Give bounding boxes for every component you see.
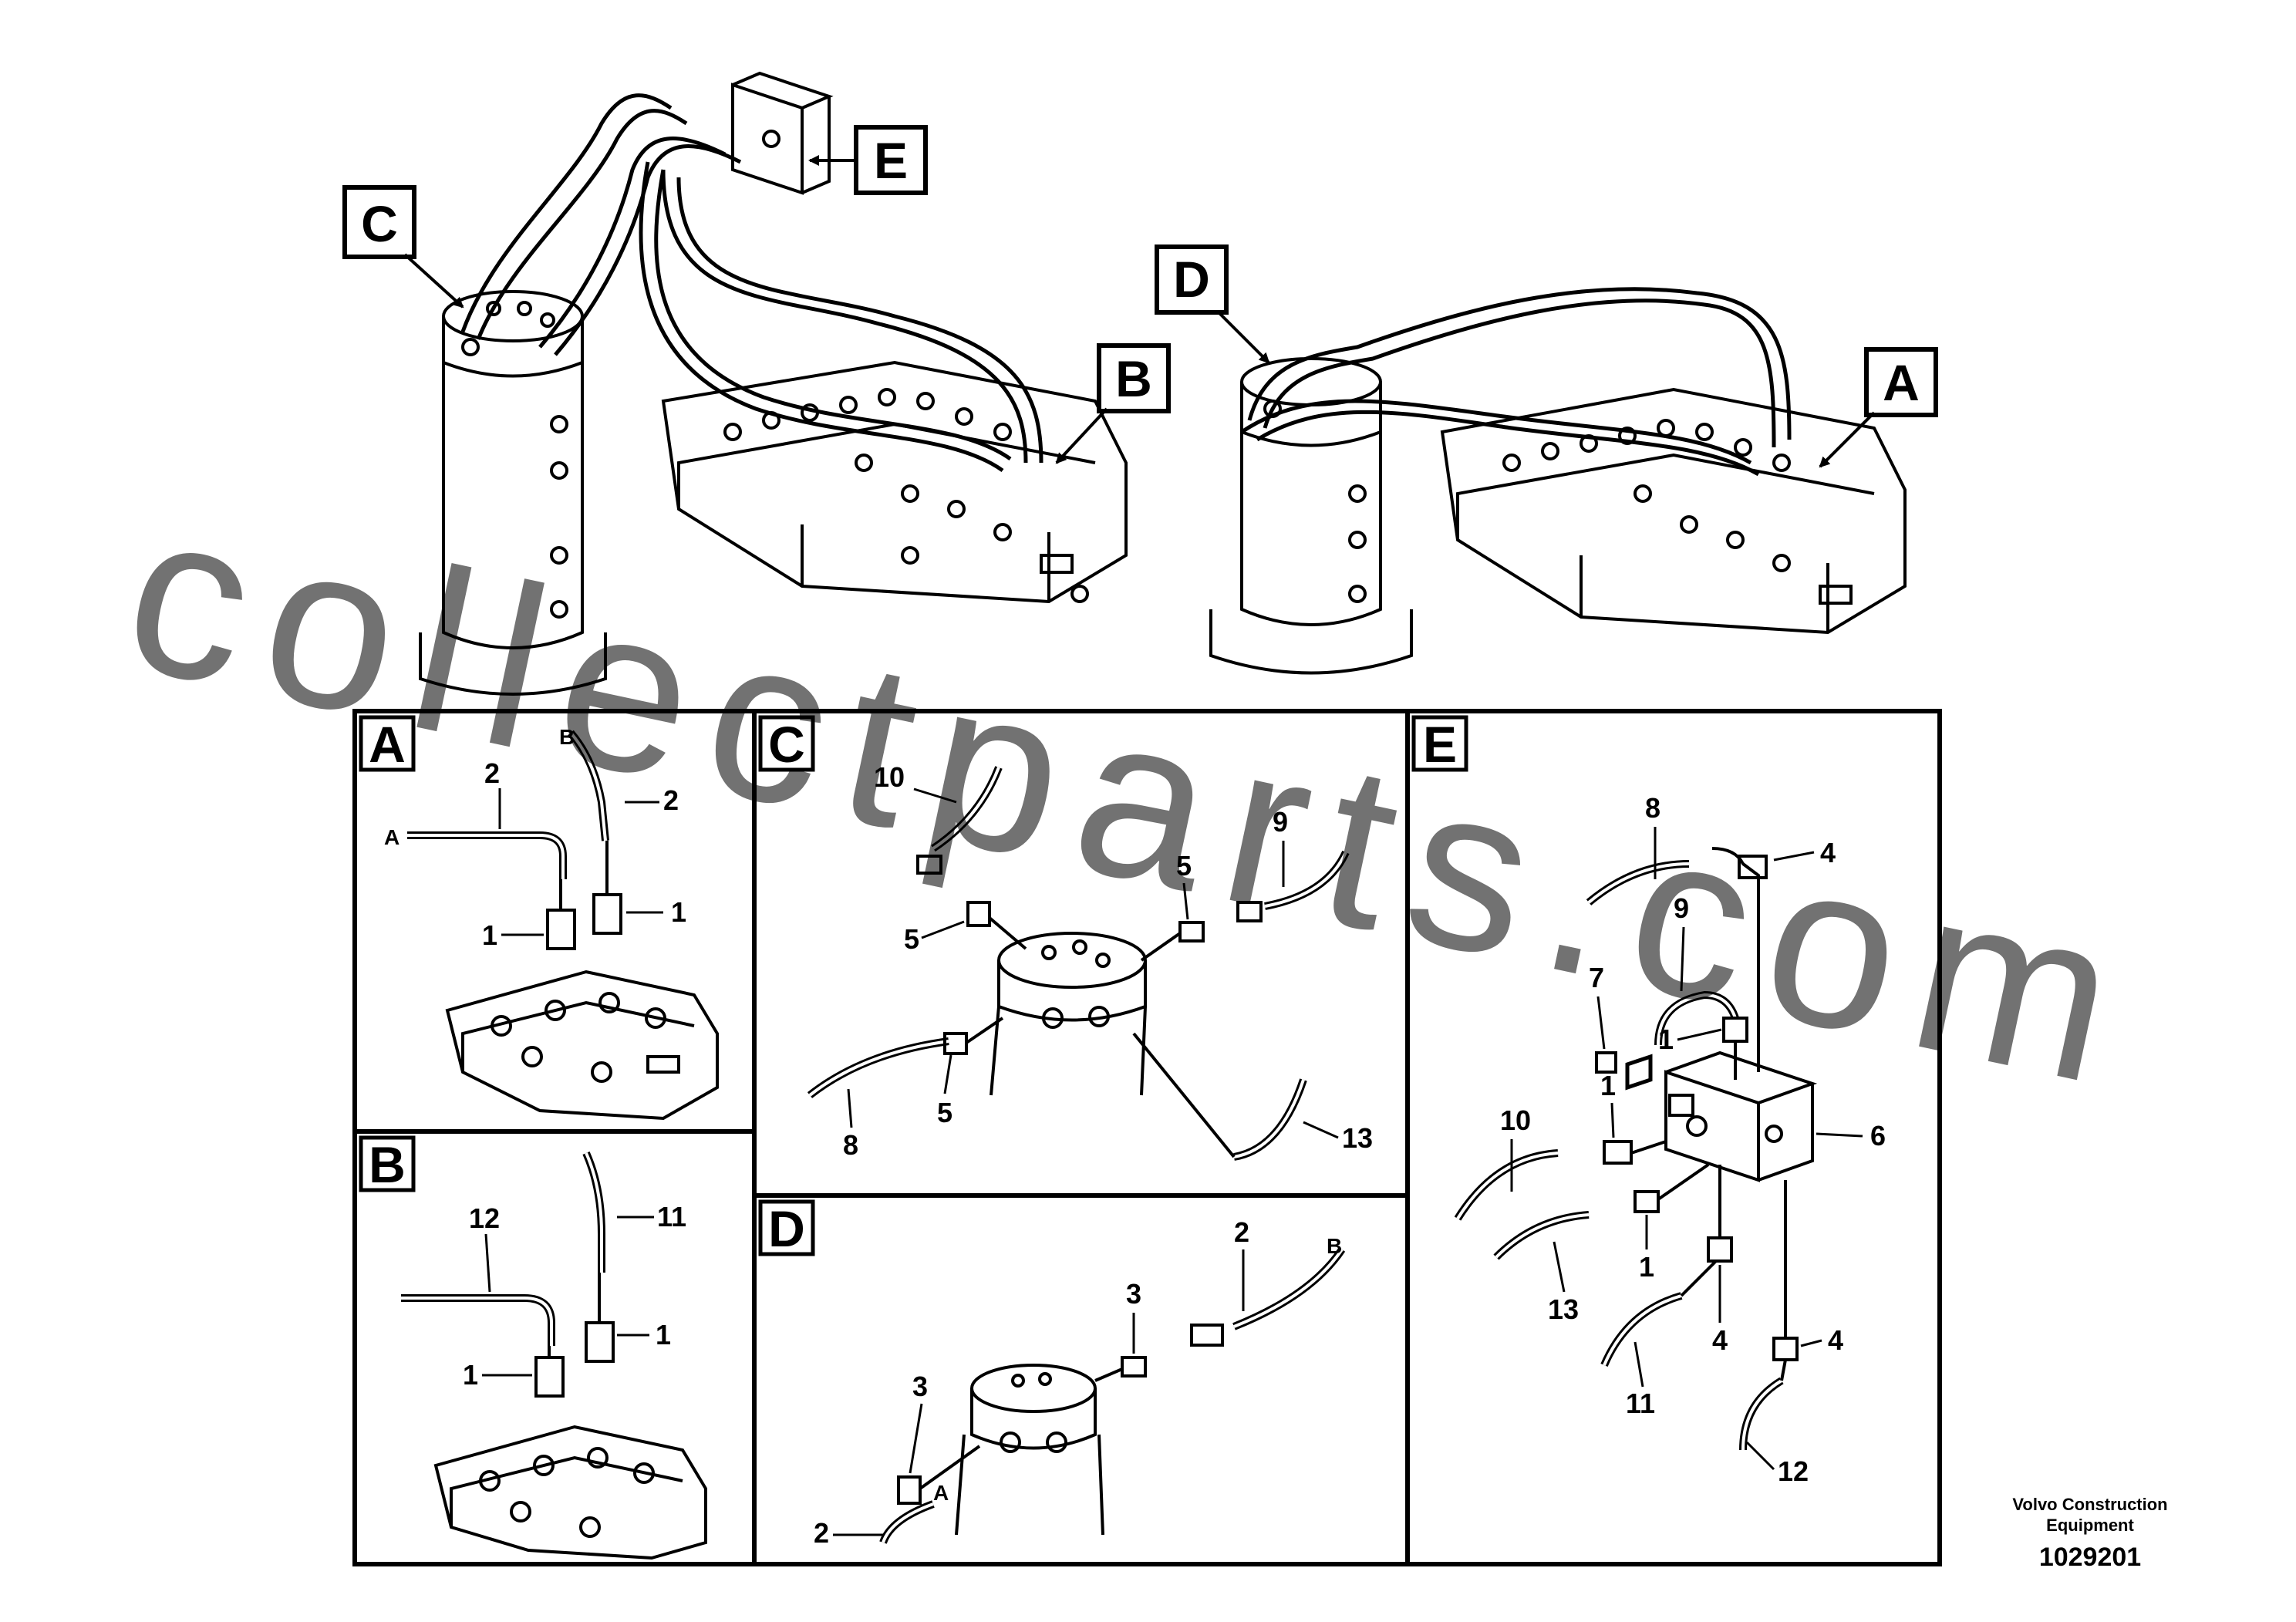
panel-b-label-12: 12: [469, 1202, 500, 1234]
panel-e-label-4-mid: 4: [1712, 1324, 1728, 1356]
overview-right-assembly: [1209, 287, 1907, 675]
overview-callout-c-label: C: [361, 195, 398, 252]
panel-e-label-13: 13: [1548, 1293, 1579, 1325]
panel-b-title: B: [369, 1136, 406, 1193]
panel-d-drawing: [879, 1247, 1346, 1544]
swivel-joint-left: [419, 290, 607, 696]
overview-callout-b: B: [1055, 343, 1171, 464]
panel-a-label-b: B: [559, 725, 575, 749]
panel-e-drawing: [1454, 847, 1818, 1451]
panel-e-label-11: 11: [1626, 1388, 1655, 1419]
footer-brand-line2: Equipment: [2046, 1516, 2134, 1535]
panel-b: B 12 11 1 1: [359, 1135, 707, 1560]
panel-c-label-8: 8: [843, 1129, 858, 1161]
panel-c-label-9: 9: [1273, 806, 1288, 838]
panel-c-label-13: 13: [1342, 1122, 1373, 1154]
overview-callout-d: D: [1155, 244, 1270, 364]
panel-a: A B 2 2 A 1 1: [359, 715, 719, 1121]
panel-c-drawing: [807, 766, 1350, 1161]
panel-b-label-1-left: 1: [463, 1359, 478, 1391]
footer-block: Volvo Construction Equipment 1029201: [2012, 1495, 2167, 1572]
panel-e-label-9: 9: [1674, 892, 1689, 924]
panel-b-label-1-right: 1: [656, 1319, 671, 1351]
overview-callout-b-label: B: [1115, 350, 1152, 407]
panel-d-label-2-bottom: 2: [814, 1517, 829, 1549]
panel-e-label-4-top: 4: [1820, 837, 1836, 868]
overview-callout-c: C: [342, 185, 464, 309]
panel-e: E: [1411, 715, 1886, 1487]
panel-e-label-8: 8: [1645, 792, 1660, 824]
panel-e-label-1-b: 1: [1600, 1070, 1616, 1101]
panel-c-label-10: 10: [874, 761, 905, 793]
panel-d-label-3-right: 3: [1126, 1278, 1141, 1310]
junction-block-overview: [731, 71, 834, 195]
hoses-left-overview: [460, 93, 1043, 473]
panel-d: D 2 B 3 3 A 2: [758, 1199, 1346, 1549]
detail-panels-frame: [352, 709, 1942, 1566]
overview-callout-d-label: D: [1173, 251, 1210, 308]
overview-callout-e: E: [808, 125, 928, 195]
overview-left-assembly: [419, 71, 1128, 696]
panel-d-title: D: [768, 1200, 805, 1257]
panel-c: C 10 9 5 5: [758, 715, 1373, 1161]
panel-e-label-7: 7: [1589, 962, 1604, 993]
panel-d-label-2-top: 2: [1234, 1216, 1249, 1248]
panel-a-label-1-left: 1: [482, 919, 497, 951]
overview-callout-e-label: E: [874, 132, 908, 189]
panel-a-drawing: [407, 730, 719, 1121]
panel-d-label-a: A: [933, 1481, 949, 1505]
drawing-number: 1029201: [2039, 1543, 2141, 1572]
panel-a-label-2-left: 2: [484, 757, 500, 789]
panel-e-label-1-c: 1: [1639, 1251, 1654, 1283]
panel-e-label-10: 10: [1500, 1104, 1531, 1136]
footer-brand-line1: Volvo Construction: [2012, 1495, 2167, 1514]
panel-e-label-4-low: 4: [1828, 1324, 1843, 1356]
panel-a-label-2-upper: 2: [663, 784, 679, 816]
panel-a-label-a: A: [384, 825, 400, 849]
panel-e-label-1-a: 1: [1658, 1023, 1674, 1055]
panel-e-label-12: 12: [1778, 1455, 1809, 1487]
hoses-right-overview: [1240, 287, 1792, 477]
panel-d-label-b: B: [1327, 1234, 1342, 1258]
panel-b-label-11: 11: [657, 1201, 686, 1233]
watermark-text: collectparts.com: [106, 458, 2158, 1138]
control-valve-left: [661, 360, 1128, 604]
control-valve-right: [1440, 387, 1907, 635]
panel-a-label-1-right: 1: [671, 896, 686, 928]
overview-callout-a: A: [1819, 347, 1938, 468]
panel-c-label-5-left: 5: [904, 923, 919, 955]
panel-d-label-3-left: 3: [912, 1371, 928, 1402]
panel-e-title: E: [1423, 716, 1457, 773]
panel-c-label-5-right: 5: [1176, 850, 1192, 882]
overview-callout-a-label: A: [1883, 354, 1920, 411]
panel-a-title: A: [369, 716, 406, 773]
panel-c-label-5-bottom: 5: [937, 1097, 952, 1128]
panel-b-drawing: [401, 1151, 707, 1560]
panel-c-title: C: [768, 716, 805, 773]
panel-e-label-6: 6: [1870, 1120, 1886, 1152]
